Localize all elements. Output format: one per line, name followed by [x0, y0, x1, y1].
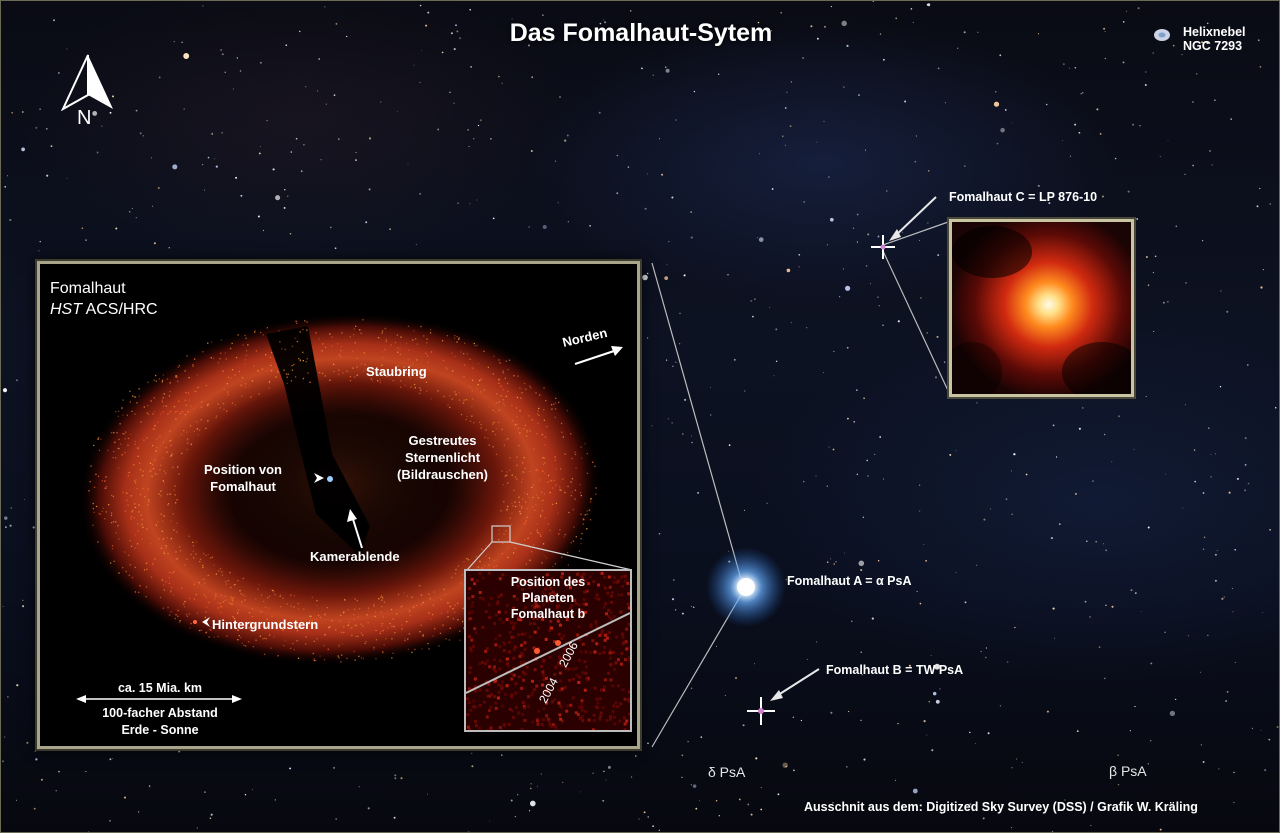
inset-title: Fomalhaut	[50, 280, 126, 297]
compass-label: N	[77, 107, 92, 129]
scale-sub-line1: 100-facher Abstand	[102, 706, 218, 720]
scale-sublabel: 100-facher Abstand Erde - Sonne	[70, 705, 250, 739]
helix-nebula-icon	[1154, 29, 1170, 41]
hintergrundstern-icon	[193, 617, 210, 627]
fomalhaut-a-label: Fomalhaut A = α PsA	[787, 574, 912, 588]
inset-subtitle: HST ACS/HRC	[50, 301, 158, 319]
scale-bar	[76, 695, 242, 703]
planet-line3: Fomalhaut b	[510, 607, 586, 621]
delta-psa-label: δ PsA	[708, 764, 746, 780]
planet-inset-panel: Position des Planeten Fomalhaut b 2006 2…	[464, 569, 632, 732]
position-fomalhaut-label: Position von Fomalhaut	[204, 461, 282, 495]
gestreutes-label: Gestreutes Sternenlicht (Bildrauschen)	[397, 432, 488, 483]
scale-sub-line2: Erde - Sonne	[121, 723, 199, 737]
credit-text: Ausschnit aus dem: Digitized Sky Survey …	[804, 800, 1198, 814]
kamerablende-label: Kamerablende	[310, 549, 400, 564]
planet-position-label: Position des Planeten Fomalhaut b	[466, 574, 630, 622]
gestreutes-line3: (Bildrauschen)	[397, 467, 489, 482]
position-line1: Position von	[204, 462, 282, 477]
gestreutes-line2: Sternenlicht	[404, 450, 481, 465]
planet-line2: Planeten	[521, 591, 575, 605]
fomalhaut-b-marker-icon	[747, 697, 775, 725]
beta-psa-label: β PsA	[1109, 763, 1147, 779]
position-line2: Fomalhaut	[210, 479, 276, 494]
kamerablende-arrow-icon	[347, 509, 363, 549]
inset-subtitle-hst: HST	[50, 301, 82, 318]
planet-line1: Position des	[510, 575, 586, 589]
fomalhaut-c-label: Fomalhaut C = LP 876-10	[949, 190, 1098, 204]
helix-label-line2: NGC 7293	[1183, 39, 1243, 53]
fomalhaut-c-marker-icon	[871, 235, 895, 259]
staubring-label: Staubring	[366, 364, 427, 379]
fomalhaut-c-zoom-image	[949, 219, 1134, 397]
inset-subtitle-instrument: ACS/HRC	[82, 301, 158, 318]
helix-label: Helixnebel NGC 7293	[1183, 25, 1246, 53]
north-arrow-icon	[60, 54, 113, 111]
planet-noise-image	[466, 571, 630, 730]
norden-arrow-icon	[574, 346, 623, 365]
planet-zoom-lines	[466, 525, 633, 571]
hintergrundstern-label: Hintergrundstern	[212, 617, 319, 632]
position-arrow-icon	[314, 473, 324, 483]
gestreutes-line1: Gestreutes	[408, 433, 477, 448]
fomalhaut-b-label: Fomalhaut B = TW PsA	[826, 663, 964, 677]
helix-label-line1: Helixnebel	[1183, 25, 1246, 39]
fomalhaut-a-star	[706, 547, 786, 627]
scale-label: ca. 15 Mia. km	[117, 681, 203, 695]
